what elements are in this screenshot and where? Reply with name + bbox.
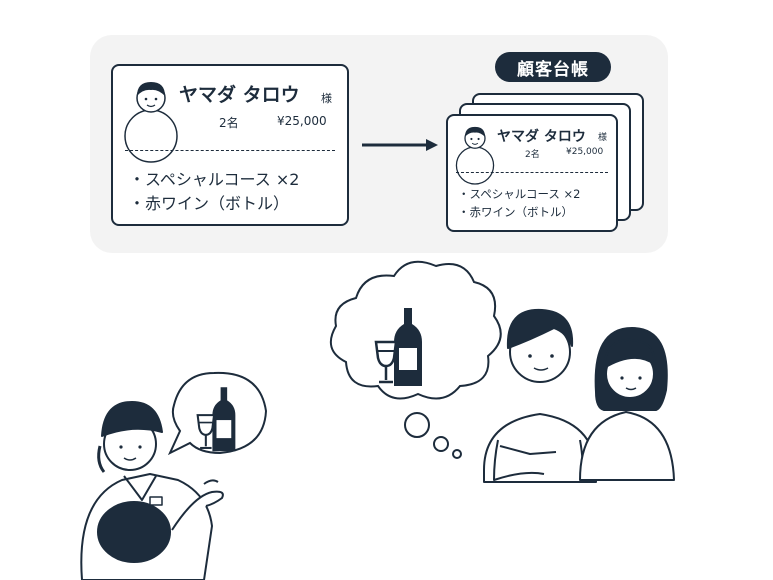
arrow-right-icon bbox=[362, 139, 438, 151]
order-item: ・スペシャルコース ×2 bbox=[458, 187, 581, 201]
order-item: ・赤ワイン（ボトル） bbox=[458, 205, 573, 219]
customer-man-illustration bbox=[483, 308, 597, 483]
staff-illustration bbox=[80, 401, 224, 580]
customer-honorific: 様 bbox=[321, 92, 332, 105]
ledger-customer-name: ヤマダ タロウ bbox=[497, 129, 586, 145]
order-amount: ¥25,000 bbox=[277, 114, 327, 128]
order-item: ・赤ワイン（ボトル） bbox=[129, 194, 290, 213]
customer-name: ヤマダ タロウ bbox=[179, 84, 300, 106]
service-illustration bbox=[80, 260, 675, 580]
customer-card: ヤマダ タロウ 様 2名 ¥25,000 ・スペシャルコース ×2 ・赤ワイン（… bbox=[111, 64, 349, 226]
ledger-order-amount: ¥25,000 bbox=[566, 147, 604, 157]
avatar-icon bbox=[455, 126, 495, 185]
ledger-card-front: ヤマダ タロウ 様 2名 ¥25,000 ・スペシャルコース ×2 ・赤ワイン（… bbox=[446, 114, 618, 232]
ledger-guest-count: 2名 bbox=[525, 150, 540, 160]
card-divider bbox=[125, 150, 335, 151]
guest-count: 2名 bbox=[219, 116, 239, 130]
ledger-customer-honorific: 様 bbox=[598, 133, 608, 143]
avatar-icon bbox=[124, 82, 178, 163]
card-divider bbox=[456, 172, 608, 173]
order-item-list: ・スペシャルコース ×2 ・赤ワイン（ボトル） bbox=[129, 168, 299, 216]
ledger-label: 顧客台帳 bbox=[495, 52, 611, 82]
customer-woman-illustration bbox=[579, 327, 675, 481]
ledger-order-item-list: ・スペシャルコース ×2 ・赤ワイン（ボトル） bbox=[458, 185, 581, 221]
order-item: ・スペシャルコース ×2 bbox=[129, 170, 300, 189]
